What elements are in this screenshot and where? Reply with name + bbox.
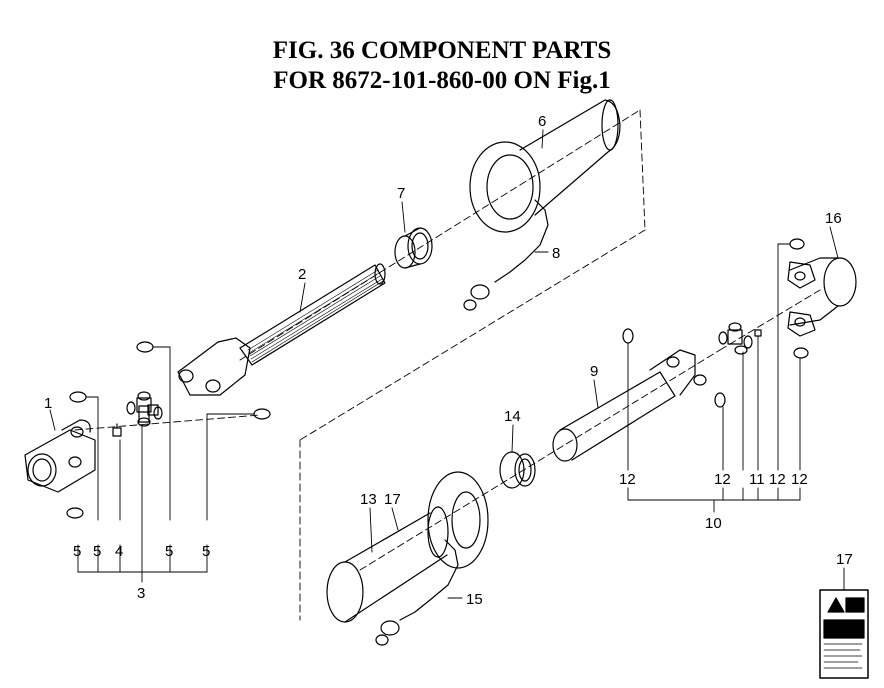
figure-title-line-1: FIG. 36 COMPONENT PARTS: [272, 37, 612, 64]
callout-12: 12: [791, 471, 808, 488]
part-12-snap-ring: [793, 347, 809, 359]
callout-5: 5: [165, 543, 173, 560]
part-16-yoke: [787, 257, 857, 337]
callout-13: 13: [360, 491, 377, 508]
part-8-safety-chain: [463, 199, 549, 311]
callout-11: 11: [749, 471, 765, 488]
part-10-cross-journal: [718, 322, 753, 355]
part-5-snap-ring: [66, 507, 84, 519]
part-13-inner-guard: [326, 471, 489, 623]
callout-10: 10: [705, 515, 722, 532]
callout-14: 14: [504, 408, 521, 425]
part-12-snap-ring: [714, 392, 726, 408]
part-7-bearing-ring: [394, 227, 433, 269]
part-3-cross-journal: [126, 391, 163, 427]
callout-1: 1: [44, 395, 52, 412]
part-5-snap-ring: [253, 408, 271, 420]
callout-16: 16: [825, 210, 842, 227]
callout-8: 8: [552, 245, 560, 262]
callout-17: 17: [836, 551, 853, 568]
part-2-splined-shaft: [177, 263, 386, 396]
part-1-yoke: [24, 419, 96, 493]
part-12-snap-ring: [622, 328, 634, 344]
callout-12: 12: [619, 471, 636, 488]
part-15-safety-chain: [375, 539, 459, 646]
part-17-warning-label: [819, 589, 869, 679]
part-5-snap-ring: [136, 341, 154, 353]
callout-5: 5: [93, 543, 101, 560]
part-12-snap-ring: [789, 238, 805, 250]
callout-3: 3: [137, 585, 145, 602]
callout-7: 7: [397, 185, 405, 202]
callout-2: 2: [298, 266, 306, 283]
callout-15: 15: [466, 591, 483, 608]
callout-17: 17: [384, 491, 401, 508]
callout-4: 4: [115, 543, 123, 560]
callout-6: 6: [538, 113, 546, 130]
callout-12: 12: [769, 471, 786, 488]
figure-title-line-2: FOR 8672-101-860-00 ON Fig.1: [273, 67, 611, 94]
callout-numbers: 1 2 3 4 5 5 5 5 6 7 8 9 10 11 12 12 12 1…: [44, 113, 853, 608]
callout-5: 5: [202, 543, 210, 560]
part-9-inner-tube: [552, 349, 707, 462]
part-11-grease-nipple: [754, 329, 762, 337]
part-5-snap-ring: [69, 391, 87, 403]
callout-5: 5: [73, 543, 81, 560]
leader-lines: [49, 129, 845, 599]
center-lines: [74, 109, 821, 621]
part-4-grease-nipple: [112, 423, 122, 437]
callout-12: 12: [714, 471, 731, 488]
part-14-bearing-ring: [499, 451, 536, 489]
part-6-outer-guard: [469, 99, 621, 233]
callout-9: 9: [590, 363, 598, 380]
